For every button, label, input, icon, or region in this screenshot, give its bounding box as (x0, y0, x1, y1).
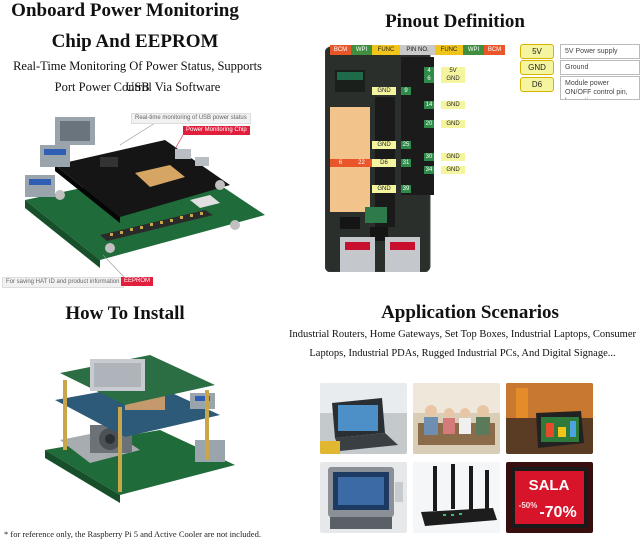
onboard-title-line2: Chip And EEPROM (51, 31, 219, 52)
pin-func-4: 5V (441, 67, 465, 75)
pin-num-14: 14 (424, 101, 434, 109)
onboard-desc-line1: Real-Time Monitoring Of Power Status, Su… (13, 59, 262, 94)
install-title: How To Install (65, 303, 185, 324)
hdr-bcm-left: BCM (330, 45, 351, 55)
pin-func-31: D6 (372, 159, 396, 167)
hdr-wpi-left: WPI (351, 45, 372, 55)
monitor-callout: Real-time monitoring of USB power status (131, 113, 251, 124)
pin-func-34: GND (441, 166, 465, 174)
scene-router (413, 462, 500, 533)
hdr-pin-no: PIN NO. (400, 45, 435, 55)
scenarios-title: Application Scenarios (381, 302, 559, 323)
pin-num-30: 30 (424, 153, 434, 161)
pinout-title: Pinout Definition (385, 11, 525, 32)
hdr-wpi-right: WPI (463, 45, 484, 55)
sale-text: SALA (529, 477, 570, 494)
pin-num-39: 39 (401, 185, 411, 193)
legend-key-5v: 5V (520, 44, 554, 59)
scene-digital-signage: SALA -50% -70% (506, 462, 593, 533)
onboard-title-line1: Onboard Power Monitoring (11, 0, 239, 21)
pin-func-6: GND (441, 75, 465, 83)
scenarios-desc-line2: Laptops, Industrial PDAs, Rugged Industr… (309, 348, 616, 359)
pin-func-14: GND (441, 101, 465, 109)
scene-industrial-laptop (320, 383, 407, 454)
scene-rugged-pc (320, 462, 407, 533)
pin-num-4: 4 (424, 67, 434, 75)
hdr-func-left: FUNC (372, 45, 400, 55)
hdr-func-right: FUNC (435, 45, 463, 55)
pin-func-9: GND (372, 87, 396, 95)
legend-key-d6: D6 (520, 77, 554, 92)
legend-desc-d6: Module power ON/OFF control pin, low act… (560, 76, 640, 100)
sale-pct-70: -70% (539, 504, 576, 521)
board-photo (15, 105, 275, 285)
install-stack-photo (30, 345, 250, 515)
eeprom-callout: EEPROM (121, 277, 154, 286)
scenarios-desc-line1: Industrial Routers, Home Gateways, Set T… (289, 329, 636, 340)
pin-func-30: GND (441, 153, 465, 161)
pin-num-6: 6 (424, 75, 434, 83)
hat-id-callout: For saving HAT ID and product informatio… (2, 277, 124, 288)
install-footnote: * for reference only, the Raspberry Pi 5… (4, 529, 261, 539)
pin-num-25: 25 (401, 141, 411, 149)
pin-func-25: GND (372, 141, 396, 149)
hdr-bcm-right: BCM (484, 45, 505, 55)
pin-func-20: GND (441, 120, 465, 128)
power-chip-callout: Power Monitoring Chip (183, 126, 250, 135)
pin-wpi-31: 22 (351, 159, 372, 167)
pin-num-34: 34 (424, 166, 434, 174)
pin-num-9: 9 (401, 87, 411, 95)
pin-func-39: GND (372, 185, 396, 193)
pin-num-31: 31 (401, 159, 411, 167)
onboard-desc-line2: Port Power Control Via Software (54, 80, 221, 94)
legend-desc-gnd: Ground (560, 60, 640, 75)
pin-num-20: 20 (424, 120, 434, 128)
scene-home-family (413, 383, 500, 454)
legend-desc-5v: 5V Power supply (560, 44, 640, 59)
sale-pct-50: -50% (519, 501, 538, 510)
legend-key-gnd: GND (520, 60, 554, 75)
pin-bcm-31: 6 (330, 159, 351, 167)
scene-industrial-pda (506, 383, 593, 454)
